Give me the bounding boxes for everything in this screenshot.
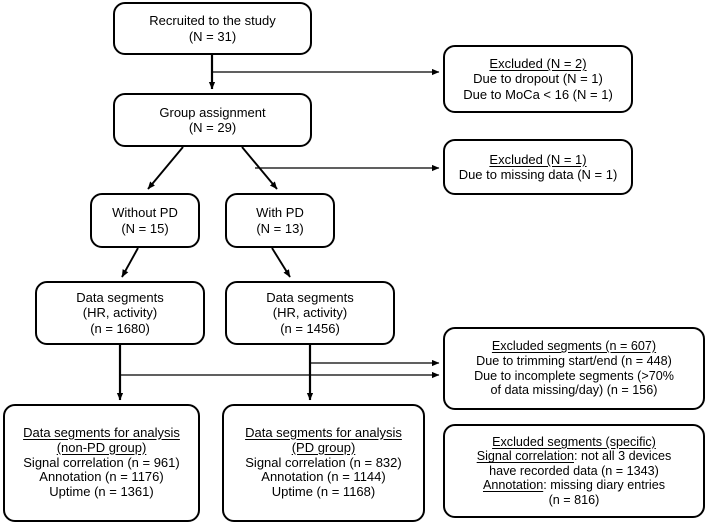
node-line: have recorded data (n = 1343) xyxy=(489,463,659,478)
node-line: Recruited to the study xyxy=(149,13,276,29)
node-line: (N = 13) xyxy=(256,220,304,236)
node-recruited: Recruited to the study (N = 31) xyxy=(113,2,312,55)
node-line: (n = 1456) xyxy=(280,320,340,336)
node-line: Without PD xyxy=(112,205,178,221)
node-line: (n = 816) xyxy=(548,492,600,507)
node-line: (N = 15) xyxy=(121,220,169,236)
node-line: of data missing/day) (n = 156) xyxy=(490,383,658,398)
node-line-annotation: Annotation: missing diary entries xyxy=(482,478,665,493)
edge-without-pd-to-segments xyxy=(121,247,139,278)
node-line: Uptime (n = 1168) xyxy=(271,484,376,500)
node-line: With PD xyxy=(256,205,304,221)
node-excluded-2: Excluded (N = 1) Due to missing data (N … xyxy=(443,139,633,195)
node-line: Due to incomplete segments (>70% xyxy=(474,368,674,383)
node-line-heading: Data segments for analysis xyxy=(23,424,180,440)
node-line: Due to MoCa < 16 (N = 1) xyxy=(463,86,613,102)
node-line: Annotation (n = 1176) xyxy=(39,469,164,485)
node-line: Due to dropout (N = 1) xyxy=(473,71,603,87)
node-line-heading: Excluded segments (n = 607) xyxy=(491,339,657,354)
node-excluded-segments: Excluded segments (n = 607) Due to trimm… xyxy=(443,327,705,410)
node-line-heading: Data segments for analysis xyxy=(245,424,402,440)
node-line: Due to trimming start/end (n = 448) xyxy=(476,353,672,368)
node-line: Group assignment xyxy=(159,104,266,120)
node-line: (HR, activity) xyxy=(272,305,348,321)
node-line: Due to missing data (N = 1) xyxy=(458,167,618,182)
node-line: Data segments xyxy=(266,290,354,306)
edge-group-to-without-pd xyxy=(147,146,184,190)
edge-group-to-with-pd xyxy=(241,146,278,190)
node-excluded-specific: Excluded segments (specific) Signal corr… xyxy=(443,424,705,518)
node-group-assignment: Group assignment (N = 29) xyxy=(113,93,312,147)
node-with-pd: With PD (N = 13) xyxy=(225,193,335,248)
node-line: Signal correlation (n = 961) xyxy=(23,454,180,470)
node-line-heading: Excluded (N = 1) xyxy=(489,151,587,167)
node-without-pd: Without PD (N = 15) xyxy=(90,193,200,248)
node-line: (N = 31) xyxy=(188,28,237,44)
node-line: (n = 1680) xyxy=(90,320,150,336)
node-line-heading: Excluded (N = 2) xyxy=(489,56,587,72)
node-line: Signal correlation (n = 832) xyxy=(245,454,402,470)
node-line: Uptime (n = 1361) xyxy=(49,484,154,500)
node-segments-nonpd: Data segments (HR, activity) (n = 1680) xyxy=(35,281,205,345)
node-line: Data segments xyxy=(76,290,164,306)
node-line-heading: (PD group) xyxy=(291,439,356,455)
node-analysis-pd: Data segments for analysis (PD group) Si… xyxy=(222,404,425,522)
node-analysis-nonpd: Data segments for analysis (non-PD group… xyxy=(3,404,200,522)
node-segments-pd: Data segments (HR, activity) (n = 1456) xyxy=(225,281,395,345)
edge-with-pd-to-segments xyxy=(271,247,291,278)
node-excluded-1: Excluded (N = 2) Due to dropout (N = 1) … xyxy=(443,45,633,113)
node-line-heading: Excluded segments (specific) xyxy=(492,434,656,449)
node-line: Annotation (n = 1144) xyxy=(261,469,386,485)
node-line-signal-correlation: Signal correlation: not all 3 devices xyxy=(476,449,672,464)
node-line: (HR, activity) xyxy=(82,305,158,321)
node-line: (N = 29) xyxy=(188,120,237,135)
node-line-heading: (non-PD group) xyxy=(56,439,147,455)
